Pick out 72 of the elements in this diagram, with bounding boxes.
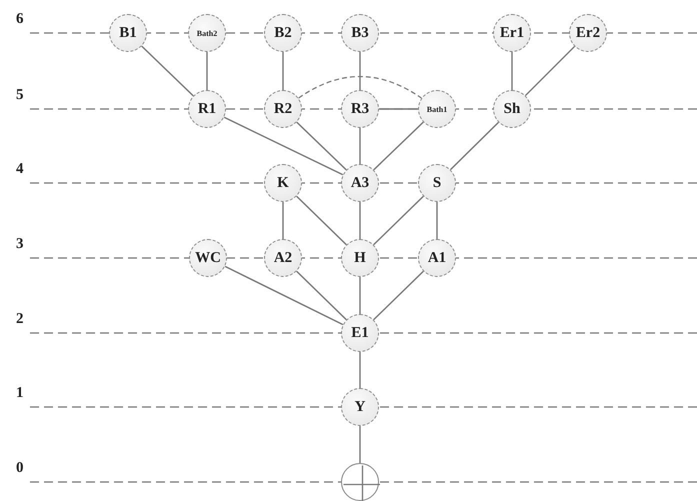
connector-line	[224, 116, 344, 176]
node-circle	[341, 90, 379, 128]
node-label: R1	[198, 100, 216, 118]
node-label: E1	[351, 324, 369, 342]
node-circle	[189, 239, 227, 277]
node-circle	[264, 90, 302, 128]
connector-line	[359, 52, 361, 90]
node-label: R3	[350, 100, 370, 118]
node-circle	[418, 90, 456, 128]
node-label: S	[432, 174, 442, 192]
root-circle	[341, 463, 379, 501]
connector-line	[224, 266, 344, 326]
node-label: Er2	[576, 24, 600, 42]
node-label: Er1	[500, 24, 524, 42]
level-number: 0	[16, 460, 24, 477]
node-circle	[493, 14, 531, 52]
node-circle	[188, 14, 226, 52]
node-label: Bath2	[196, 28, 218, 38]
connector-line	[436, 202, 438, 239]
connector-line	[359, 128, 361, 164]
node-label: WC	[195, 250, 221, 266]
connector-line	[296, 196, 347, 246]
node-label: B3	[351, 24, 369, 42]
node-circle	[341, 239, 379, 277]
node-label: H	[354, 250, 366, 266]
node-circle	[341, 164, 379, 202]
level-number: 3	[16, 236, 24, 253]
connector-line	[359, 426, 361, 463]
node-label: Bath1	[426, 104, 448, 114]
connector-line	[359, 277, 361, 314]
connector-line	[282, 202, 284, 239]
node-circle	[341, 388, 379, 426]
connector-line	[373, 270, 424, 320]
connector-line	[206, 52, 208, 90]
node-label: K	[277, 174, 289, 192]
level-number: 4	[16, 161, 24, 178]
node-circle	[109, 14, 147, 52]
node-label: R2	[274, 100, 292, 118]
level-number: 2	[16, 311, 24, 328]
connector-line	[296, 122, 347, 170]
node-label: A2	[274, 250, 292, 266]
connector-line	[298, 76, 422, 99]
node-circle	[418, 164, 456, 202]
node-circle	[264, 164, 302, 202]
connector-line	[524, 46, 576, 96]
connector-line	[359, 352, 361, 388]
node-label: A3	[350, 174, 370, 192]
node-circle	[569, 14, 607, 52]
connector-line	[282, 52, 284, 90]
connector-line	[373, 196, 424, 246]
node-circle	[418, 239, 456, 277]
node-label: B2	[274, 24, 292, 42]
level-number: 5	[16, 87, 24, 104]
connector-line	[296, 270, 347, 320]
node-circle	[264, 239, 302, 277]
connector-line	[141, 46, 194, 96]
level-number: 6	[16, 11, 24, 28]
connector-line	[511, 52, 513, 90]
node-circle	[188, 90, 226, 128]
node-circle	[341, 14, 379, 52]
connector-line	[373, 122, 424, 170]
connector-line	[450, 122, 499, 170]
connector-line	[379, 108, 418, 110]
connector-line	[359, 202, 361, 239]
node-circle	[341, 314, 379, 352]
node-label: B1	[119, 24, 137, 42]
node-label: Y	[354, 398, 366, 416]
node-circle	[493, 90, 531, 128]
level-number: 1	[16, 385, 24, 402]
node-label: A1	[428, 250, 446, 266]
node-circle	[264, 14, 302, 52]
node-label: Sh	[504, 100, 520, 118]
